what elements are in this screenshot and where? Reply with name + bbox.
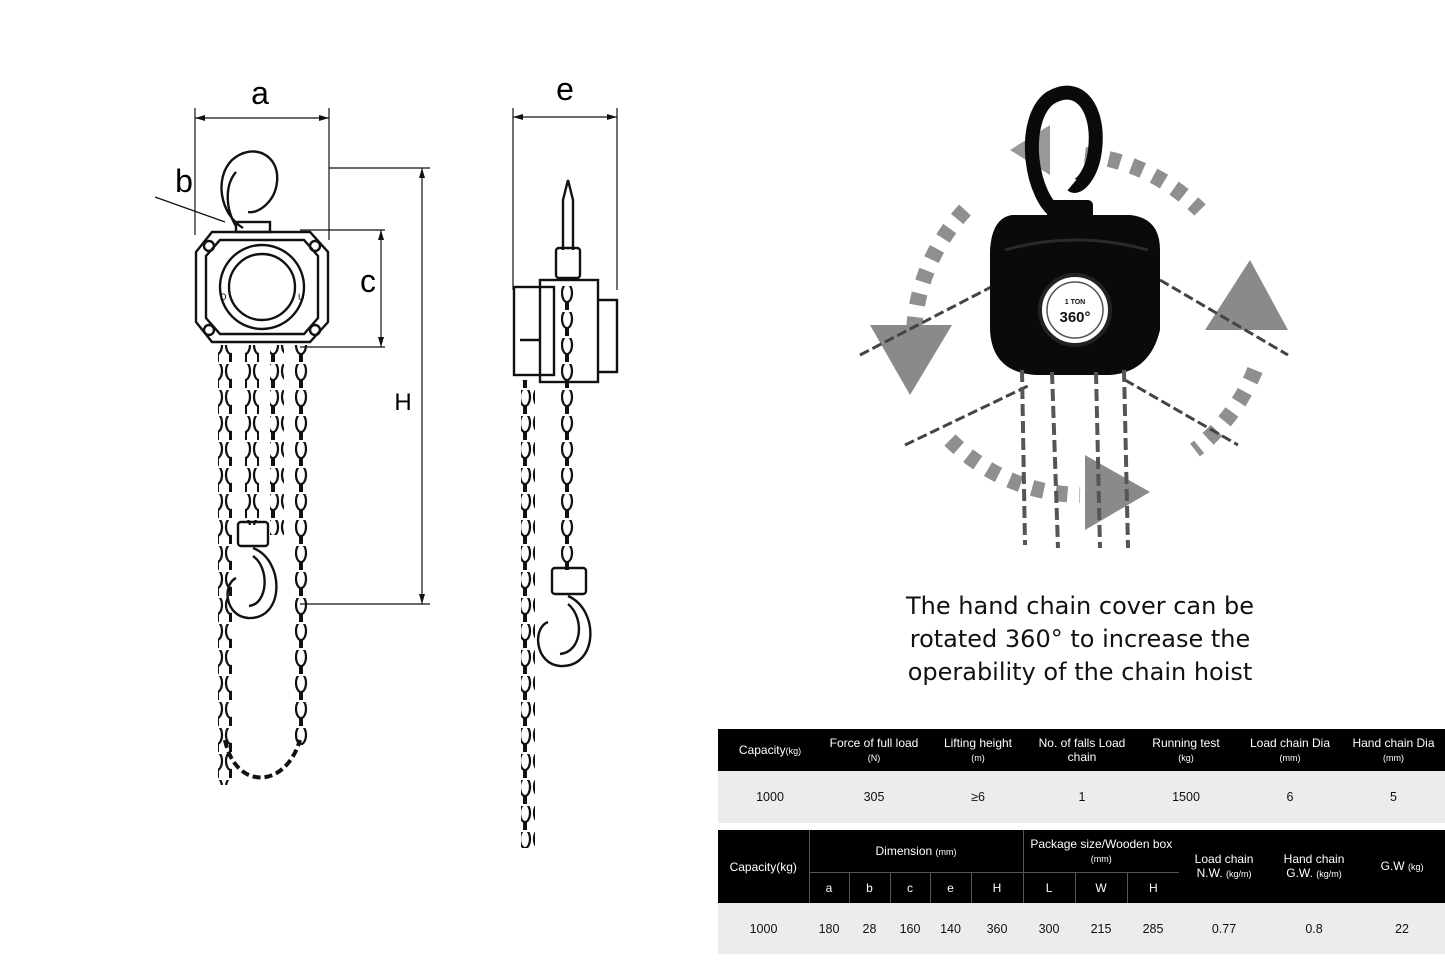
header-running-test: Running test(kg) bbox=[1134, 729, 1238, 771]
caption-line-3: operability of the chain hoist bbox=[907, 658, 1253, 686]
dim-label-b: b bbox=[175, 163, 193, 199]
table-cell: 0.8 bbox=[1269, 903, 1360, 954]
dim-label-h: H bbox=[394, 389, 411, 416]
table-row: 1000 180 28 160 140 360 300 215 285 0.77… bbox=[718, 903, 1445, 954]
badge-top-label: 1 TON bbox=[1065, 299, 1086, 306]
table-cell: 360 bbox=[971, 903, 1024, 954]
capacity-badge bbox=[1038, 273, 1112, 347]
dim-label-e: e bbox=[556, 71, 574, 107]
header-hand-chain-gw: Hand chain G.W. (kg/m) bbox=[1269, 830, 1360, 903]
svg-text:U: U bbox=[298, 292, 305, 302]
header-load-chain-dia: Load chain Dia(mm) bbox=[1238, 729, 1342, 771]
table-cell: 215 bbox=[1075, 903, 1128, 954]
subheader-e: e bbox=[929, 872, 971, 903]
table-cell: 305 bbox=[822, 771, 926, 823]
arrow-up-right-icon bbox=[1205, 260, 1288, 330]
rotation-arc-left bbox=[905, 204, 971, 361]
subheader-package-h: H bbox=[1126, 872, 1180, 903]
subheader-b: b bbox=[848, 872, 890, 903]
subheader-h: H bbox=[970, 872, 1024, 903]
table-cell: 140 bbox=[930, 903, 971, 954]
front-view-drawing: a b c H D U bbox=[154, 75, 430, 785]
arrow-down-left-icon bbox=[870, 325, 952, 395]
dim-label-a: a bbox=[251, 75, 269, 111]
header-lifting-height: Lifting height(m) bbox=[926, 729, 1030, 771]
header-capacity: Capacity(kg) bbox=[718, 830, 809, 903]
dim-label-c: c bbox=[360, 263, 376, 299]
header-force: Force of full load (N) bbox=[822, 729, 926, 771]
table-cell: 285 bbox=[1127, 903, 1180, 954]
table-row: 1000 305 ≥6 1 1500 6 5 bbox=[718, 771, 1445, 823]
subheader-a: a bbox=[808, 872, 849, 903]
table-cell: 28 bbox=[849, 903, 890, 954]
table-subheader-row: a b c e H L W H bbox=[718, 872, 1445, 903]
table-cell: 0.77 bbox=[1179, 903, 1270, 954]
arrow-right-icon bbox=[1085, 455, 1150, 530]
header-package-size: Package size/Wooden box (mm) bbox=[1022, 830, 1180, 873]
subheader-w: W bbox=[1074, 872, 1128, 903]
header-dimension: Dimension (mm) bbox=[808, 830, 1024, 873]
header-gw: G.W (kg) bbox=[1359, 830, 1445, 903]
product-photo: 1 TON 360° bbox=[859, 85, 1289, 549]
spec-table-2: Capacity(kg) Dimension (mm) Package size… bbox=[718, 830, 1445, 954]
subheader-c: c bbox=[889, 872, 930, 903]
header-load-chain-nw: Load chain N.W. (kg/m) bbox=[1179, 830, 1270, 903]
caption-line-2: rotated 360° to increase the bbox=[909, 625, 1251, 653]
table-cell: 1500 bbox=[1134, 771, 1238, 823]
feature-caption: The hand chain cover can be rotated 360°… bbox=[880, 590, 1280, 689]
subheader-l: L bbox=[1022, 872, 1076, 903]
caption-line-1: The hand chain cover can be bbox=[906, 592, 1254, 620]
badge-bottom-label: 360° bbox=[1059, 309, 1090, 326]
table-cell: 6 bbox=[1238, 771, 1342, 823]
table-cell: 1 bbox=[1030, 771, 1134, 823]
table-cell: 22 bbox=[1359, 903, 1445, 954]
svg-text:D: D bbox=[220, 292, 227, 302]
spec-table-1: Capacity(kg) Force of full load (N) Lift… bbox=[718, 729, 1445, 823]
table-cell: 160 bbox=[890, 903, 930, 954]
side-view-drawing: e bbox=[512, 71, 619, 848]
table-cell: ≥6 bbox=[926, 771, 1030, 823]
table-cell: 1000 bbox=[718, 771, 822, 823]
header-capacity: Capacity(kg) bbox=[718, 729, 822, 771]
header-hand-chain-dia: Hand chain Dia(mm) bbox=[1342, 729, 1445, 771]
table-cell: 5 bbox=[1342, 771, 1445, 823]
table-header-row: Capacity(kg) Force of full load (N) Lift… bbox=[718, 729, 1445, 771]
table-cell: 180 bbox=[809, 903, 849, 954]
rotation-arc-top bbox=[1084, 147, 1206, 216]
table-cell: 300 bbox=[1023, 903, 1076, 954]
header-falls: No. of falls Load chain bbox=[1030, 729, 1134, 771]
table-header-row: Capacity(kg) Dimension (mm) Package size… bbox=[718, 830, 1445, 903]
table-cell: 1000 bbox=[718, 903, 809, 954]
